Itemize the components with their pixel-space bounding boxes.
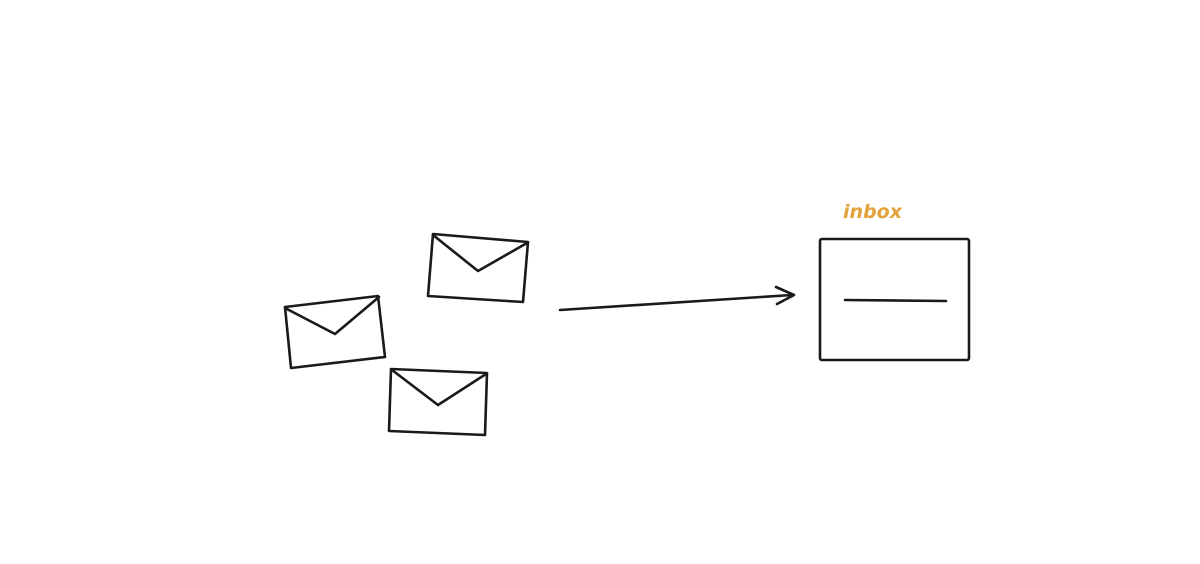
- inbox-label: inbox: [843, 201, 903, 223]
- right-arrow: [558, 285, 796, 312]
- inbox-line: [843, 298, 948, 303]
- envelope-icon: [283, 294, 387, 370]
- envelope-icon: [426, 232, 530, 304]
- inbox-box: [818, 237, 971, 362]
- envelope-icon: [387, 367, 489, 437]
